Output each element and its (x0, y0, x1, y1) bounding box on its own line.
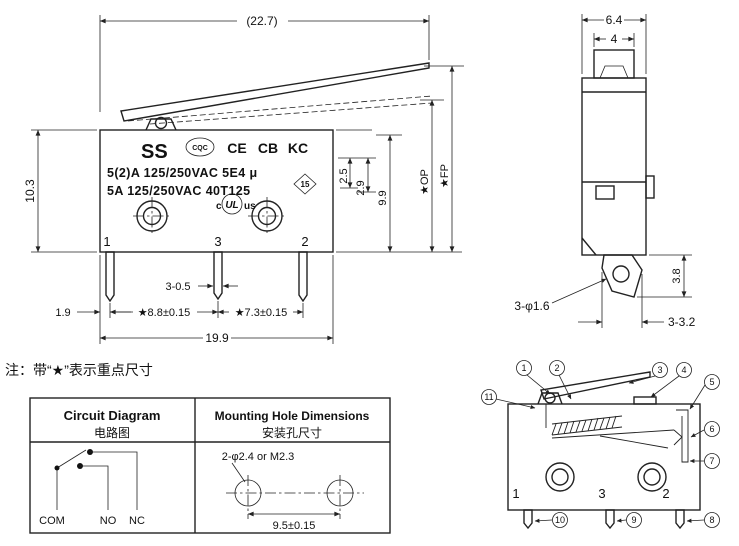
switch-body-outline (99, 62, 430, 303)
end-view-dimension-lines (551, 14, 692, 328)
ul-logo (221, 193, 243, 215)
cqc-logo (185, 137, 215, 157)
dim-height-to-base: 9.9 (377, 190, 389, 205)
dim-pin-offset: 1.9 (55, 307, 70, 319)
circuit-diagram (54, 449, 138, 510)
exploded-plunger (633, 396, 657, 405)
circuit-subtitle: 电路图 (94, 425, 130, 440)
lever-alt-position-dashed (127, 95, 433, 235)
info-table-borders (29, 397, 391, 534)
exploded-pin-1 (523, 509, 533, 530)
end-view-body-outline (581, 49, 655, 298)
no-label: NO (100, 515, 117, 527)
dim-overall-width: 6.4 (606, 13, 623, 27)
com-label: COM (39, 515, 65, 527)
callout-7: 7 (709, 456, 714, 466)
mounting-subtitle: 安装孔尺寸 (262, 425, 322, 440)
dim-free-position: ★FP (439, 164, 451, 188)
callout-4: 4 (681, 365, 686, 375)
callout-6: 6 (709, 424, 714, 434)
exploded-terminal-1-label: 1 (512, 486, 519, 501)
circuit-title: Circuit Diagram (64, 408, 161, 423)
dim-lever-length: (22.7) (246, 14, 277, 28)
side-view: SS CQC CE CB KC 5(2)A 125/250VAC 5E4 μ 5… (23, 14, 464, 345)
ul-logo-text: UL (225, 200, 238, 211)
brand-text: SS (141, 141, 168, 163)
end-view: 6.4 4 3-φ1.6 3.8 3-3.2 (514, 13, 695, 329)
key-dimension-note: 注：带“★”表示重点尺寸 (5, 362, 153, 378)
ce-mark: CE (227, 140, 246, 156)
terminal-3-label: 3 (214, 234, 221, 249)
dim-button-width: 4 (611, 32, 618, 46)
dim-step-b: 2.9 (355, 180, 367, 195)
logo-shapes (185, 137, 317, 215)
exploded-lever (540, 371, 651, 400)
callout-9: 9 (631, 515, 636, 525)
diamond-logo-text: 15 (301, 180, 310, 189)
kc-mark: KC (288, 140, 308, 156)
side-view-dimension-lines (31, 15, 464, 344)
callout-1: 1 (521, 363, 526, 373)
callout-10: 10 (555, 515, 565, 525)
terminal-pin-2 (298, 251, 308, 303)
info-table: Circuit Diagram 电路图 COM NO NC Mounting H… (29, 397, 391, 534)
exploded-hole-left (545, 462, 575, 492)
lever (120, 62, 430, 122)
mounting-holes-drawing (226, 462, 364, 519)
callout-5: 5 (709, 377, 714, 387)
callout-2: 2 (554, 363, 559, 373)
rating-line-2: 5A 125/250VAC 40T125 (107, 184, 251, 198)
hole-spec: 2-φ2.4 or M2.3 (222, 451, 295, 463)
nc-label: NC (129, 515, 145, 527)
cb-mark: CB (258, 140, 278, 156)
terminal-blade (601, 254, 643, 298)
exploded-body-outline (507, 371, 701, 530)
cqc-logo-text: CQC (192, 145, 208, 152)
terminal-hole (612, 265, 630, 283)
terminal-2-label: 2 (301, 234, 308, 249)
terminal-pin-1 (105, 251, 115, 303)
hole-spacing: 9.5±0.15 (273, 520, 316, 532)
dim-step-a: 2.5 (338, 168, 350, 183)
lever-pivot (154, 116, 168, 130)
internal-mechanism (545, 404, 689, 463)
dim-terminal-height: 3.8 (671, 268, 683, 283)
dim-operating-position: ★OP (419, 169, 431, 195)
dim-pin-pitch-left: ★8.8±0.15 (138, 307, 191, 319)
side-tab (645, 175, 655, 199)
dim-terminal-hole: 3-φ1.6 (514, 299, 549, 313)
callout-8: 8 (709, 515, 714, 525)
exploded-view: 1 3 2 1 2 3 (481, 360, 720, 530)
exploded-terminal-2-label: 2 (662, 486, 669, 501)
callout-3: 3 (657, 365, 662, 375)
dim-terminal-width: 3-3.2 (668, 315, 696, 329)
dim-pin-thickness: 3-0.5 (165, 281, 190, 293)
diamond-logo (293, 173, 317, 195)
plunger-button (593, 49, 635, 79)
terminal-pin-3 (213, 251, 223, 301)
callout-leaders (481, 360, 720, 528)
callout-11: 11 (484, 392, 493, 402)
exploded-pin-3 (605, 509, 615, 530)
dim-body-width: 19.9 (205, 331, 229, 345)
end-view-details (599, 65, 629, 79)
ul-suffix-text: us (244, 201, 256, 212)
exploded-hole-right (637, 462, 667, 492)
dim-body-height: 10.3 (23, 179, 37, 203)
exploded-pin-2 (675, 509, 685, 530)
mounting-title: Mounting Hole Dimensions (215, 409, 370, 423)
exploded-terminal-3-label: 3 (598, 486, 605, 501)
ul-prefix-text: c (216, 201, 222, 212)
dim-pin-pitch-right: ★7.3±0.15 (235, 307, 288, 319)
terminal-1-label: 1 (103, 234, 110, 249)
rating-line-1: 5(2)A 125/250VAC 5E4 μ (107, 166, 258, 180)
